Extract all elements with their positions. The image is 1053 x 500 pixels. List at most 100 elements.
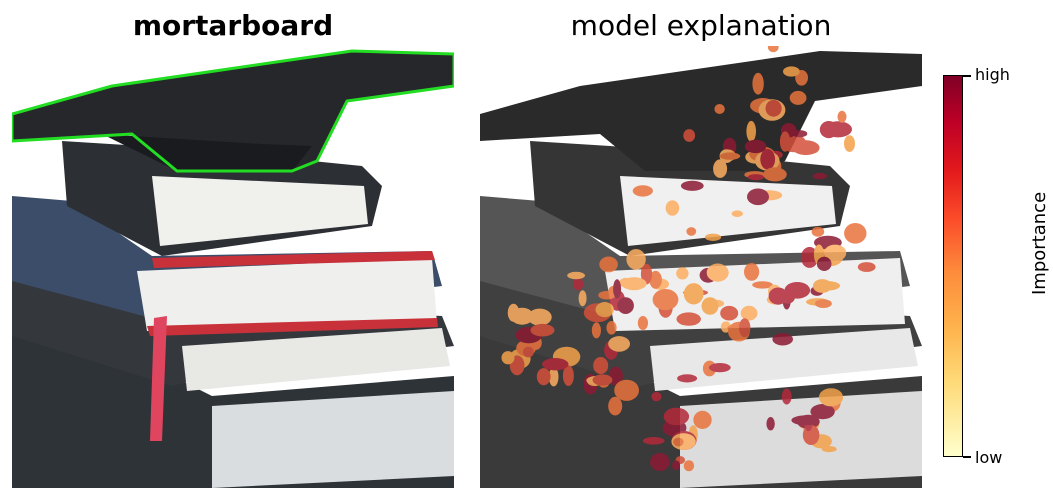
heatmap-blob <box>677 374 698 383</box>
heatmap-blob <box>650 453 670 471</box>
heatmap-blob <box>811 226 825 237</box>
heatmap-blob <box>637 316 648 330</box>
heatmap-blob <box>676 312 701 326</box>
importance-heatmap <box>501 46 876 472</box>
heatmap-blob <box>719 152 741 160</box>
heatmap-blob <box>536 368 551 386</box>
heatmap-blob <box>651 391 662 402</box>
heatmap-blob <box>595 302 614 318</box>
heatmap-blob <box>593 357 609 375</box>
input-image <box>12 46 454 488</box>
heatmap-blob <box>530 323 555 337</box>
heatmap-blob <box>740 305 758 321</box>
heatmap-blob <box>562 365 574 387</box>
heatmap-blob <box>665 200 680 216</box>
heatmap-blob <box>510 307 534 325</box>
heatmap-blob <box>599 256 618 273</box>
heatmap-blob <box>708 363 731 373</box>
heatmap-blob <box>617 297 634 314</box>
heatmap-blob <box>706 263 729 282</box>
heatmap-blob <box>739 318 751 338</box>
colorbar-low-label: low <box>975 448 1003 467</box>
heatmap-blob <box>592 374 613 386</box>
heatmap-blob <box>747 188 769 206</box>
heatmap-blob <box>752 72 764 95</box>
heatmap-blob <box>824 244 847 262</box>
heatmap-blob <box>572 278 584 291</box>
heatmap-blob <box>781 388 792 405</box>
heatmap-blob <box>746 120 756 142</box>
heatmap-blob <box>693 410 712 429</box>
heatmap-blob <box>640 263 653 285</box>
heatmap-blob <box>642 437 665 445</box>
heatmap-blob <box>548 367 559 387</box>
heatmap-blob <box>523 346 534 358</box>
heatmap-blob <box>744 139 767 154</box>
heatmap-blob <box>844 223 867 244</box>
heatmap-blob <box>844 135 855 152</box>
heatmap-blob <box>772 333 793 346</box>
heatmap-blob <box>818 388 844 407</box>
heatmap-blob <box>683 460 695 472</box>
heatmap-blob <box>714 104 725 114</box>
explanation-image <box>480 46 922 488</box>
heatmap-blob <box>747 174 764 181</box>
heatmap-blob <box>501 351 515 365</box>
heatmap-blob <box>649 270 662 289</box>
heatmap-blob <box>812 172 827 180</box>
heatmap-blob <box>810 404 835 420</box>
heatmap-blob <box>613 279 622 299</box>
heatmap-blob <box>632 185 653 197</box>
heatmap-blob <box>823 283 835 291</box>
heatmap-blob <box>619 277 633 288</box>
heatmap-blob <box>686 227 697 236</box>
heatmap-blob <box>663 407 690 426</box>
colorbar-high-tick <box>963 75 971 77</box>
heatmap-blob <box>816 256 832 271</box>
heatmap-blob <box>598 290 616 300</box>
heatmap-blob <box>704 233 722 241</box>
heatmap-blob <box>815 299 832 308</box>
heatmap-blob <box>752 281 773 289</box>
heatmap-blob <box>821 446 837 453</box>
heatmap-blob <box>780 289 796 304</box>
heatmap-blob <box>837 110 847 123</box>
heatmap-blob <box>673 437 684 447</box>
heatmap-blob <box>672 460 681 471</box>
heatmap-blob <box>765 99 782 117</box>
heatmap-blob <box>578 290 587 307</box>
heatmap-blob <box>652 289 679 311</box>
colorbar-low-tick <box>963 456 971 458</box>
heatmap-blob <box>614 379 639 401</box>
heatmap-blob <box>857 262 876 272</box>
colorbar-axis-label: Importance <box>1029 191 1050 295</box>
heatmap-blob <box>591 322 601 339</box>
heatmap-blob <box>800 246 819 268</box>
heatmap-blob <box>676 267 689 280</box>
heatmap-blob <box>824 121 852 138</box>
heatmap-blob <box>763 167 787 182</box>
heatmap-blob <box>683 283 704 305</box>
heatmap-blob <box>527 308 552 326</box>
heatmap-blob <box>800 141 816 151</box>
heatmap-blob <box>567 271 585 280</box>
heatmap-blob <box>760 148 776 170</box>
heatmap-blob <box>766 417 775 431</box>
heatmap-blob <box>767 46 779 53</box>
importance-colorbar <box>943 75 963 457</box>
heatmap-blob <box>713 159 728 178</box>
heatmap-blob <box>731 210 743 217</box>
heatmap-blob <box>608 396 623 416</box>
right-panel-title: model explanation <box>570 9 832 42</box>
heatmap-blob <box>789 90 807 105</box>
heatmap-blob <box>744 263 760 281</box>
heatmap-blob <box>606 321 617 335</box>
heatmap-blob <box>791 415 819 426</box>
heatmap-blob <box>608 366 623 386</box>
heatmap-blob <box>783 66 800 77</box>
heatmap-blob <box>683 129 696 142</box>
heatmap-blob <box>608 336 630 352</box>
colorbar-high-label: high <box>975 65 1010 84</box>
heatmap-blob <box>680 180 704 191</box>
heatmap-blob <box>701 297 719 315</box>
